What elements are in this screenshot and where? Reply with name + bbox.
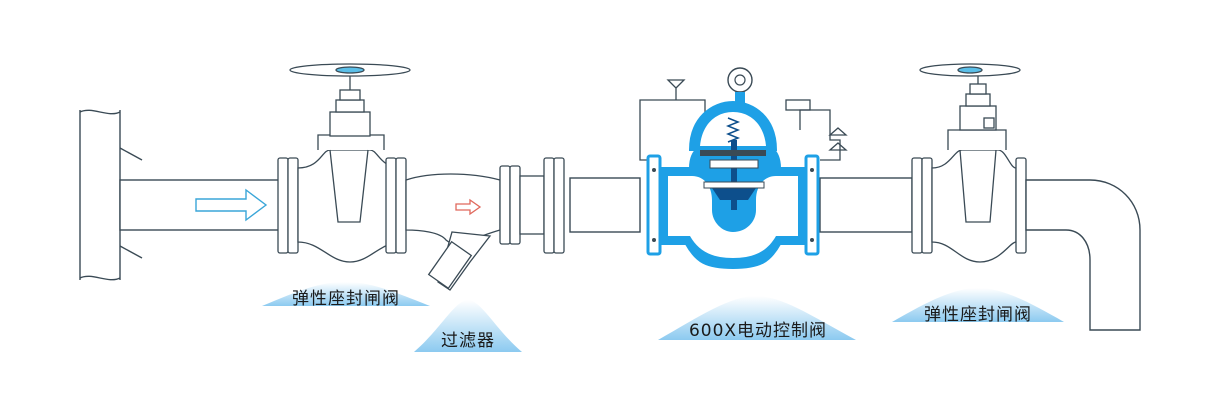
label-filter: 过滤器 (441, 331, 495, 351)
wall-left (79, 109, 143, 281)
gate-valve-left (277, 63, 411, 263)
label-gate-valve-right: 弹性座封闸阀 (924, 305, 1032, 325)
flow-arrow-icon (195, 188, 268, 222)
gate-valve-right (911, 63, 1027, 263)
filter-arrow-icon (455, 198, 482, 216)
control-valve (639, 67, 848, 270)
y-filter (405, 157, 565, 291)
label-control-valve: 600X电动控制阀 (688, 321, 828, 341)
label-gate-valve-left: 弹性座封闸阀 (292, 289, 400, 309)
label-mounts (262, 282, 1064, 352)
elbow-pipe (1025, 179, 1141, 331)
